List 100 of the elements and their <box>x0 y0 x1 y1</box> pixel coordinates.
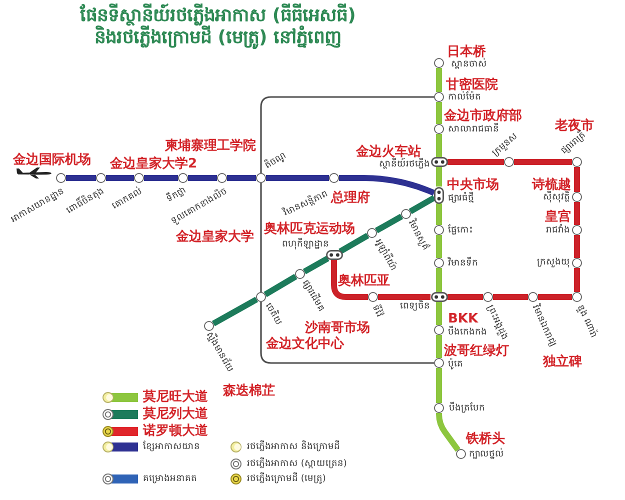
station-marker <box>434 225 444 235</box>
metro-line <box>302 256 330 274</box>
station-marker <box>56 173 66 183</box>
metro-line <box>514 159 572 165</box>
metro-line <box>212 296 258 326</box>
metro-line <box>378 294 430 300</box>
legend-label: 莫尼旺大道 <box>143 390 208 404</box>
metro-line <box>66 175 96 181</box>
legend-label: 莫尼列大道 <box>143 408 208 420</box>
interchange-marker <box>430 292 448 302</box>
station-marker <box>434 124 444 134</box>
metro-line <box>448 294 483 300</box>
metro-line <box>436 167 442 186</box>
station-marker <box>572 192 582 202</box>
station-name: 金边国际机场 <box>13 154 91 166</box>
metro-line <box>538 294 572 300</box>
station-name: 波哥红绿灯 <box>444 344 509 358</box>
station-name: ផ្សារធំថ្មី <box>448 194 474 204</box>
station-marker <box>329 173 339 183</box>
metro-line <box>574 202 580 225</box>
station-marker <box>256 173 266 183</box>
station-name: 铁桥头 <box>466 432 505 446</box>
metro-line <box>436 68 442 92</box>
station-name: ពហុកីឡាដ្ឋាន <box>282 240 329 250</box>
metro-line <box>339 175 436 196</box>
station-name: ទីវ៉ៃ <box>370 304 384 320</box>
station-marker <box>217 173 227 183</box>
station-marker <box>572 292 582 302</box>
station-marker <box>572 225 582 235</box>
station-name: 沙南哥市场 <box>305 322 370 334</box>
station-name: ឌួង ណារ៉ា <box>574 304 599 340</box>
station-name: ផ្លែកោះ <box>448 226 473 236</box>
station-name: 老夜市 <box>555 120 594 132</box>
metro-line <box>574 268 580 292</box>
station-name: ក្បាលថ្នល់ <box>469 450 504 460</box>
station-marker <box>572 258 582 268</box>
legend-label: រថភ្លើងក្រោមដី (មេត្រូ) <box>247 474 326 484</box>
metro-line <box>448 159 504 165</box>
metro-line <box>264 274 298 298</box>
station-name: 金边火车站 <box>356 146 421 158</box>
station-marker <box>434 58 444 68</box>
metro-line <box>260 96 434 173</box>
station-name: តិចណូ <box>263 150 289 172</box>
metro-line <box>106 175 134 181</box>
station-name: 日本桥 <box>447 46 486 58</box>
station-name: វិមានទឹក <box>448 258 478 270</box>
station-marker <box>204 321 214 331</box>
station-marker <box>572 157 582 167</box>
station-name: ក្រសួងយុ <box>537 258 570 268</box>
station-name: 森迭棉芷 <box>223 384 275 398</box>
metro-line <box>436 134 442 157</box>
interchange-marker <box>326 250 342 260</box>
station-name: 奥林匹亚 <box>338 274 390 288</box>
metro-line <box>436 368 442 403</box>
station-name: 柬埔寨理工学院 <box>165 140 256 152</box>
metro-line <box>436 268 442 292</box>
station-name: 金边皇家大学2 <box>110 158 198 170</box>
station-name: 甘密医院 <box>446 78 498 92</box>
station-marker <box>401 209 411 219</box>
legend-label: ខ្សែអាកាសយាន <box>143 442 200 452</box>
metro-line <box>436 102 442 124</box>
metro-line <box>574 235 580 258</box>
station-marker <box>434 358 444 368</box>
station-marker <box>434 92 444 102</box>
legend-label: រថភ្លើងអាកាស (ស្កាយត្រេន) <box>247 458 347 470</box>
interchange-marker <box>430 157 448 167</box>
station-marker <box>134 173 144 183</box>
metro-line <box>338 232 370 254</box>
station-name: ស្ថានីយ៍រថភ្លើង <box>379 160 430 170</box>
station-name: ពេទ្យចិន <box>400 302 430 312</box>
station-name: 总理府 <box>331 192 370 204</box>
station-marker <box>434 403 444 413</box>
metro-line <box>436 335 442 358</box>
station-marker <box>456 449 466 459</box>
metro-line <box>144 175 178 181</box>
metro-line <box>436 302 442 325</box>
legend-label: 诺罗顿大道 <box>143 424 208 438</box>
metro-line <box>188 175 217 181</box>
metro-line <box>493 294 528 300</box>
station-marker <box>178 173 188 183</box>
station-marker <box>434 258 444 268</box>
station-marker <box>483 292 493 302</box>
station-name: កាល់ម៉ែត <box>448 92 481 104</box>
metro-line <box>260 302 434 364</box>
station-name: 独立碑 <box>543 356 582 368</box>
metro-line <box>260 183 262 292</box>
metro-line <box>374 214 404 234</box>
metro-line <box>266 175 329 181</box>
station-marker <box>96 173 106 183</box>
station-marker <box>434 325 444 335</box>
station-name: បឹងកេងកង <box>448 328 487 338</box>
station-marker <box>368 292 378 302</box>
station-name: ប៉ូគេ <box>448 360 463 370</box>
station-name: បឹងត្របែក <box>449 404 485 414</box>
station-name: ស្ពានចាស់ <box>451 60 487 70</box>
metro-line <box>436 204 442 225</box>
station-name: 皇宫 <box>545 210 571 224</box>
map-title: ផែនទីស្ថានីយ៍រថភ្លើងអាកាស (ធីធីអេសធី) និងរថភ្លើងក្រោមដី (មេត្រូ) នៅភ្នំពេញ <box>78 5 357 49</box>
station-name: 金边文化中心 <box>266 338 344 350</box>
station-name: 诗梳越 <box>532 178 571 192</box>
